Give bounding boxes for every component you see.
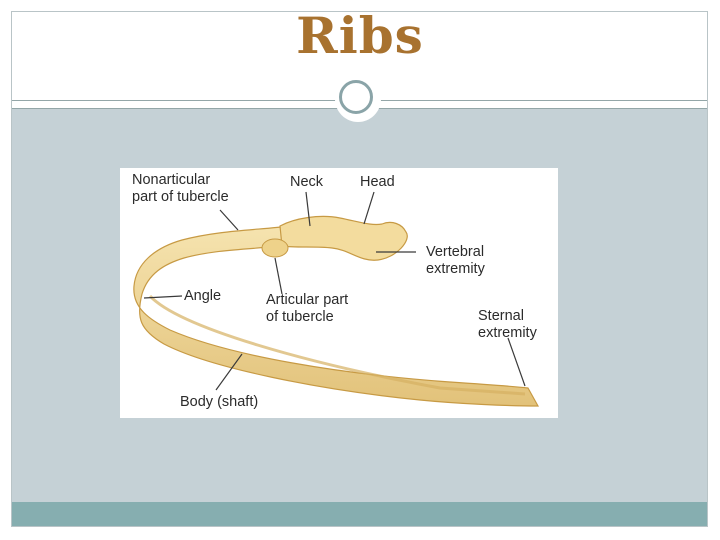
leader-angle (143, 295, 183, 299)
label-body: Body (shaft) (180, 394, 259, 410)
label-nonarticular-line2: part of tubercle (132, 189, 229, 205)
slide-title: Ribs (296, 6, 424, 65)
leader-lines (143, 191, 526, 391)
label-head: Head (360, 174, 395, 190)
label-nonarticular: Nonarticular part of tubercle (132, 172, 229, 206)
leader-head (363, 191, 375, 225)
label-articular: Articular part of tubercle (266, 292, 348, 326)
label-neck: Neck (290, 174, 324, 190)
label-sternal: Sternal extremity (478, 308, 537, 342)
footer-bar (12, 502, 707, 526)
label-articular-line1: Articular part (266, 292, 349, 308)
label-articular-line2: of tubercle (266, 309, 334, 325)
leader-neck (305, 191, 311, 227)
label-sternal-line2: extremity (478, 325, 537, 341)
label-vertebral: Vertebral extremity (426, 244, 485, 278)
circle-ornament-icon (339, 80, 373, 114)
leader-articular (274, 257, 283, 295)
label-vertebral-line2: extremity (426, 261, 485, 277)
articular-tubercle-mark (261, 238, 289, 258)
rib-illustration (133, 191, 540, 407)
rib-shaft-shading (148, 294, 526, 396)
label-nonarticular-line1: Nonarticular (132, 172, 211, 188)
label-sternal-line1: Sternal (478, 308, 524, 324)
leader-sternal (507, 337, 526, 387)
leader-body (215, 353, 243, 391)
rib-neck-head (279, 215, 408, 261)
label-angle: Angle (184, 288, 222, 304)
rib-bone-shape (133, 223, 540, 407)
rib-diagram: Nonarticular part of tubercle Neck Head … (120, 168, 558, 418)
leader-nonarticular (219, 209, 239, 231)
label-vertebral-line1: Vertebral (426, 244, 485, 260)
